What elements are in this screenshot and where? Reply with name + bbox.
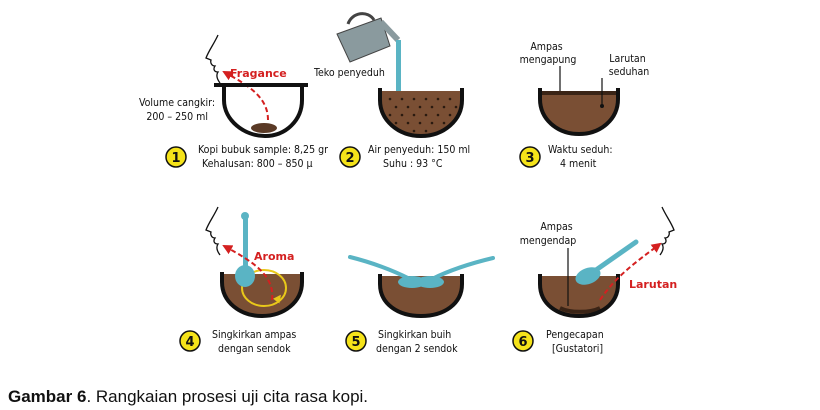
step-6-badge [512, 330, 534, 352]
stir-circle [241, 269, 287, 307]
ampas-mengapung-label: Ampas mengapung [520, 41, 577, 66]
step-5-caption-line-2: dengan 2 sendok [376, 343, 458, 355]
aroma-arrow [222, 245, 274, 301]
figure-caption: Gambar 6. Rangkaian prosesi uji cita ras… [8, 387, 368, 407]
larutan-label: Larutan [629, 278, 677, 291]
ampas-mengendap-line-1: Ampas [540, 221, 572, 233]
step-2-caption-line-2: Suhu : 93 °C [383, 158, 443, 170]
step-6-caption-line-1: Pengecapan [546, 329, 604, 341]
ampas-mengapung-line-2: mengapung [520, 54, 577, 66]
cup-icon [378, 88, 464, 139]
step-4-number: 4 [185, 335, 194, 350]
volume-label: Volume cangkir: 200 – 250 ml [139, 97, 218, 123]
fragance-arrow [222, 71, 269, 121]
step-1-badge [165, 146, 187, 168]
step-4-badge [179, 330, 201, 352]
spoon-right-icon [416, 256, 495, 288]
figure-caption-label: Gambar 6 [8, 387, 87, 406]
volume-label-line-1: Volume cangkir: [139, 97, 215, 109]
step-3: Ampas mengapung Larutan seduhan 3 Waktu … [519, 41, 650, 170]
step-3-caption: Waktu seduh: 4 menit [548, 144, 616, 170]
face-profile-icon [205, 34, 221, 84]
step-3-caption-line-2: 4 menit [560, 158, 597, 170]
fragance-label: Fragance [230, 67, 287, 80]
figure-caption-text: . Rangkaian prosesi uji cita rasa kopi. [86, 387, 369, 406]
volume-label-line-2: 200 – 250 ml [146, 111, 208, 123]
spoon-icon [575, 239, 639, 285]
stir-arrow-2 [272, 294, 281, 304]
coffee-grounds [251, 123, 277, 133]
ampas-mengapung-line-1: Ampas [530, 41, 562, 53]
step-1: Fragance Volume cangkir: 200 – 250 ml 1 … [139, 34, 331, 170]
larutan-pointer-dot [600, 104, 604, 108]
step-1-number: 1 [171, 151, 180, 166]
step-6-caption: Pengecapan [Gustatori] [546, 329, 607, 355]
step-1-caption-line-1: Kopi bubuk sample: 8,25 gr [198, 144, 328, 156]
cup-icon [214, 83, 308, 139]
step-4-caption: Singkirkan ampas dengan sendok [212, 329, 299, 355]
step-5-caption-line-1: Singkirkan buih [378, 329, 451, 341]
larutan-seduhan-line-1: Larutan [609, 53, 645, 65]
ampas-mengendap-line-2: mengendap [520, 235, 577, 247]
ampas-mengendap-label: Ampas mengendap [520, 221, 577, 247]
kettle-label: Teko penyeduh [313, 67, 385, 79]
step-2-badge [339, 146, 361, 168]
step-2-caption: Air penyeduh: 150 ml Suhu : 93 °C [368, 144, 473, 170]
kettle-icon [336, 12, 401, 63]
step-3-badge [519, 146, 541, 168]
step-3-number: 3 [525, 151, 534, 166]
face-profile-icon [205, 206, 221, 256]
step-5-badge [345, 330, 367, 352]
spoon-icon [235, 212, 255, 287]
larutan-seduhan-label: Larutan seduhan [609, 53, 650, 78]
larutan-arrow [599, 242, 662, 301]
step-1-caption: Kopi bubuk sample: 8,25 gr Kehalusan: 80… [198, 144, 331, 170]
cup-icon [538, 274, 620, 319]
step-5-caption: Singkirkan buih dengan 2 sendok [376, 329, 458, 355]
step-3-caption-line-1: Waktu seduh: [548, 144, 613, 156]
step-6-number: 6 [518, 335, 527, 350]
step-6-caption-line-2: [Gustatori] [552, 343, 603, 355]
larutan-seduhan-line-2: seduhan [609, 66, 650, 78]
step-1-caption-line-2: Kehalusan: 800 – 850 µ [202, 158, 313, 170]
step-4: Aroma 4 Singkirkan ampas dengan sendok [179, 206, 304, 355]
face-profile-icon [659, 206, 675, 256]
step-6: Ampas mengendap Larutan 6 Pengecapan [Gu… [512, 206, 677, 355]
step-2-number: 2 [345, 151, 354, 166]
step-4-caption-line-1: Singkirkan ampas [212, 329, 296, 341]
cup-icon [220, 272, 304, 319]
step-5-number: 5 [351, 335, 360, 350]
step-2: Teko penyeduh 2 Air penyeduh: 150 ml Suh… [313, 12, 473, 170]
cup-icon [378, 274, 464, 319]
step-4-caption-line-2: dengan sendok [218, 343, 291, 355]
cup-icon [538, 88, 620, 137]
water-stream [396, 40, 401, 92]
step-5: 5 Singkirkan buih dengan 2 sendok [345, 255, 495, 355]
aroma-label: Aroma [254, 250, 294, 263]
step-2-caption-line-1: Air penyeduh: 150 ml [368, 144, 470, 156]
